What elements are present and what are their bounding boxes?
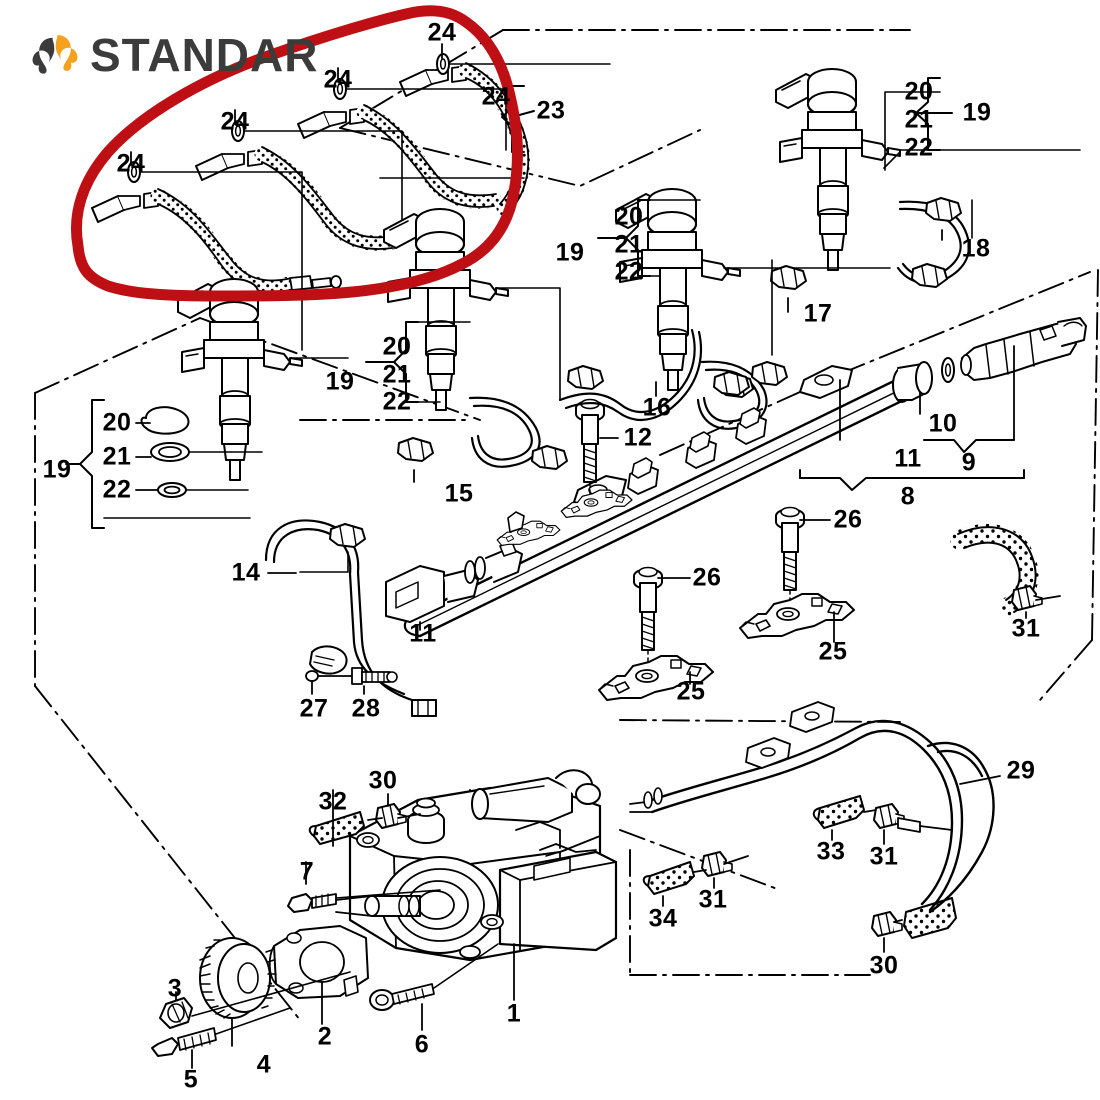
callout-11a: 11 bbox=[894, 444, 922, 473]
callout-6: 6 bbox=[414, 1030, 430, 1059]
callout-26a: 26 bbox=[833, 505, 863, 534]
callout-22a: 22 bbox=[904, 133, 934, 162]
callout-31c: 31 bbox=[698, 885, 728, 914]
callout-26b: 26 bbox=[692, 563, 722, 592]
red-highlight-loop bbox=[70, 5, 523, 302]
callout-25a: 25 bbox=[818, 637, 848, 666]
callout-24c: 24 bbox=[323, 65, 353, 94]
callout-28: 28 bbox=[351, 694, 381, 723]
callout-22c: 22 bbox=[382, 387, 412, 416]
callout-14: 14 bbox=[231, 558, 261, 587]
standar-logo: STANDAR bbox=[24, 24, 317, 86]
callout-21c: 21 bbox=[382, 360, 412, 389]
callout-24d: 24 bbox=[427, 18, 457, 47]
callout-1: 1 bbox=[506, 999, 522, 1028]
callout-21b: 21 bbox=[614, 230, 644, 259]
callout-20a: 20 bbox=[904, 77, 934, 106]
callout-16: 16 bbox=[642, 393, 672, 422]
callout-4: 4 bbox=[256, 1050, 272, 1079]
callout-2: 2 bbox=[317, 1022, 333, 1051]
callout-19b: 19 bbox=[555, 238, 585, 267]
callout-18: 18 bbox=[961, 234, 991, 263]
callout-32: 32 bbox=[318, 787, 348, 816]
callout-9: 9 bbox=[961, 448, 977, 477]
callout-22d: 22 bbox=[102, 475, 132, 504]
callout-29: 29 bbox=[1006, 756, 1036, 785]
brand-wordmark: STANDAR bbox=[90, 29, 319, 81]
callout-22b: 22 bbox=[614, 257, 644, 286]
callout-17: 17 bbox=[803, 299, 833, 328]
callout-7: 7 bbox=[299, 857, 315, 886]
callout-34: 34 bbox=[648, 904, 678, 933]
callout-11b: 11 bbox=[409, 619, 437, 648]
callout-20d: 20 bbox=[102, 408, 132, 437]
callout-21a: 21 bbox=[904, 105, 934, 134]
callout-20b: 20 bbox=[614, 202, 644, 231]
callout-10: 10 bbox=[928, 409, 958, 438]
callout-30a: 30 bbox=[368, 766, 398, 795]
callout-31b: 31 bbox=[869, 842, 899, 871]
standar-s-flame-logo-icon bbox=[32, 35, 78, 74]
callout-19a: 19 bbox=[962, 98, 992, 127]
callout-24b: 24 bbox=[220, 107, 250, 136]
callout-25b: 25 bbox=[676, 677, 706, 706]
callout-30b: 30 bbox=[869, 951, 899, 980]
callout-24: 24 bbox=[116, 149, 146, 178]
callout-24e: 24 bbox=[481, 82, 511, 111]
callout-12: 12 bbox=[623, 423, 653, 452]
callout-3: 3 bbox=[167, 974, 183, 1003]
callout-19d: 19 bbox=[42, 455, 72, 484]
callout-5: 5 bbox=[183, 1065, 199, 1094]
callout-8: 8 bbox=[900, 482, 916, 511]
callout-21d: 21 bbox=[102, 442, 132, 471]
callout-31a: 31 bbox=[1011, 614, 1041, 643]
callout-33: 33 bbox=[816, 837, 846, 866]
callout-15: 15 bbox=[444, 479, 474, 508]
callout-19c: 19 bbox=[325, 367, 355, 396]
callout-27: 27 bbox=[299, 694, 329, 723]
callout-20c: 20 bbox=[382, 332, 412, 361]
callout-23: 23 bbox=[536, 96, 566, 125]
